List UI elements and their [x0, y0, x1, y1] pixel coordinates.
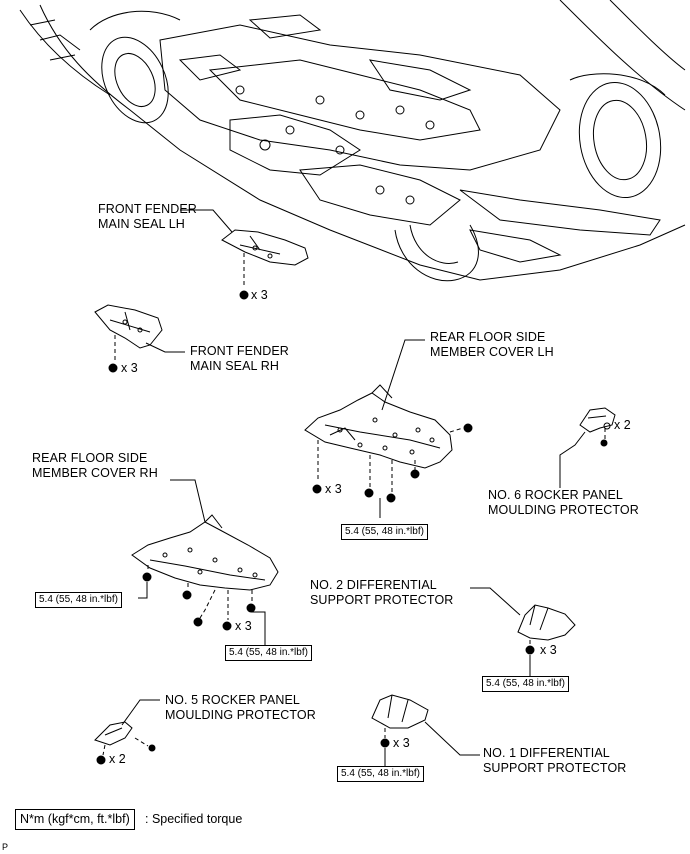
qty-rear-floor-lh: x 3	[325, 482, 342, 496]
torque-diff-no1: 5.4 (55, 48 in.*lbf)	[337, 766, 424, 782]
torque-rear-floor-lh: 5.4 (55, 48 in.*lbf)	[341, 524, 428, 540]
rear-floor-side-member-cover-rh	[131, 479, 279, 645]
legend-torque-unit: N*m (kgf*cm, ft.*lbf)	[15, 809, 135, 830]
qty-diff-no1: x 3	[393, 736, 410, 750]
no6-rocker-panel-moulding-protector	[559, 407, 616, 488]
rear-floor-side-member-cover-lh	[304, 339, 473, 518]
no1-differential-support-protector	[371, 694, 480, 766]
no2-differential-support-protector	[470, 587, 576, 676]
no5-rocker-panel-moulding-protector	[94, 699, 160, 765]
qty-front-fender-rh: x 3	[121, 361, 138, 375]
torque-diff-no2: 5.4 (55, 48 in.*lbf)	[482, 676, 569, 692]
legend-description: : Specified torque	[145, 812, 243, 826]
qty-front-fender-lh: x 3	[251, 288, 268, 302]
qty-rear-floor-rh: x 3	[235, 619, 252, 633]
qty-diff-no2: x 3	[540, 643, 557, 657]
qty-rocker-no5: x 2	[109, 752, 126, 766]
front-fender-main-seal-lh	[180, 209, 309, 300]
torque-rear-floor-rh-bottom: 5.4 (55, 48 in.*lbf)	[225, 645, 312, 661]
qty-rocker-no6: x 2	[614, 418, 631, 432]
front-fender-main-seal-rh	[94, 304, 185, 373]
figure-code: P	[2, 842, 9, 852]
vehicle-underbody-illustration	[19, 0, 686, 282]
torque-rear-floor-rh-left: 5.4 (55, 48 in.*lbf)	[35, 592, 122, 608]
